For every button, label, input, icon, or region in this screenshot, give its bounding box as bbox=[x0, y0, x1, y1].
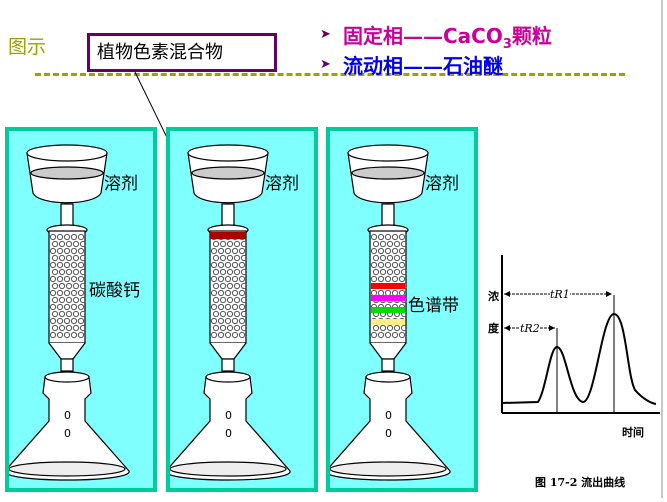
mobile-phase-line: 流动相——石油醚 bbox=[343, 54, 503, 78]
column-panel-3: 0 0 色谱带 溶剂 bbox=[326, 127, 478, 492]
chromatography-apparatus: 0 0 bbox=[170, 144, 291, 481]
svg-text:0: 0 bbox=[225, 427, 232, 440]
slide-edge-line bbox=[661, 0, 663, 498]
solvent-label: 溶剂 bbox=[104, 174, 138, 194]
chromatography-apparatus: 0 0 bbox=[9, 144, 130, 481]
chromatography-band bbox=[371, 283, 405, 289]
solvent-label: 溶剂 bbox=[425, 174, 459, 194]
flask: 0 0 bbox=[330, 371, 451, 481]
sample-band bbox=[210, 232, 246, 239]
chromatography-band bbox=[371, 295, 405, 301]
elution-curve-graph: 浓 度 tR1 tR2 时间 图 17-2 流出曲线 bbox=[480, 240, 662, 498]
y-axis-label-2: 度 bbox=[488, 322, 499, 335]
arrow-bullet-icon: ➤ bbox=[320, 27, 331, 42]
graph-caption: 图 17-2 流出曲线 bbox=[535, 476, 626, 489]
flask: 0 0 bbox=[9, 371, 130, 481]
column-label: 碳酸钙 bbox=[89, 281, 140, 301]
svg-text:0: 0 bbox=[64, 427, 71, 440]
svg-text:0: 0 bbox=[385, 409, 392, 422]
tr2-label: tR2 bbox=[520, 322, 540, 335]
column-packing bbox=[210, 233, 248, 339]
flask: 0 0 bbox=[170, 371, 291, 481]
funnel bbox=[26, 144, 108, 227]
section-label: 图示 bbox=[8, 36, 47, 58]
y-axis-label-1: 浓 bbox=[488, 290, 499, 303]
mixture-label-box: 植物色素混合物 bbox=[87, 33, 277, 72]
funnel bbox=[187, 144, 269, 227]
column-panel-2: 0 0 溶剂 bbox=[166, 127, 318, 492]
solvent-label: 溶剂 bbox=[265, 174, 299, 194]
column-label: 色谱带 bbox=[408, 296, 459, 316]
chromatography-apparatus: 0 0 bbox=[330, 144, 451, 481]
stationary-phase-line: 固定相——CaCO3颗粒 bbox=[343, 24, 552, 52]
x-axis-label: 时间 bbox=[622, 426, 644, 439]
column-packing bbox=[49, 233, 87, 339]
elution-curve bbox=[501, 255, 660, 414]
tr1-label: tR1 bbox=[550, 288, 570, 301]
svg-text:0: 0 bbox=[64, 409, 71, 422]
chromatography-band bbox=[371, 307, 405, 313]
dashed-divider bbox=[35, 73, 625, 76]
svg-text:0: 0 bbox=[385, 427, 392, 440]
column-panel-1: 0 0 溶剂 碳酸钙 bbox=[5, 127, 157, 492]
svg-text:0: 0 bbox=[225, 409, 232, 422]
arrow-bullet-icon: ➤ bbox=[320, 57, 331, 72]
chromatography-band bbox=[371, 319, 405, 325]
funnel bbox=[347, 144, 429, 227]
